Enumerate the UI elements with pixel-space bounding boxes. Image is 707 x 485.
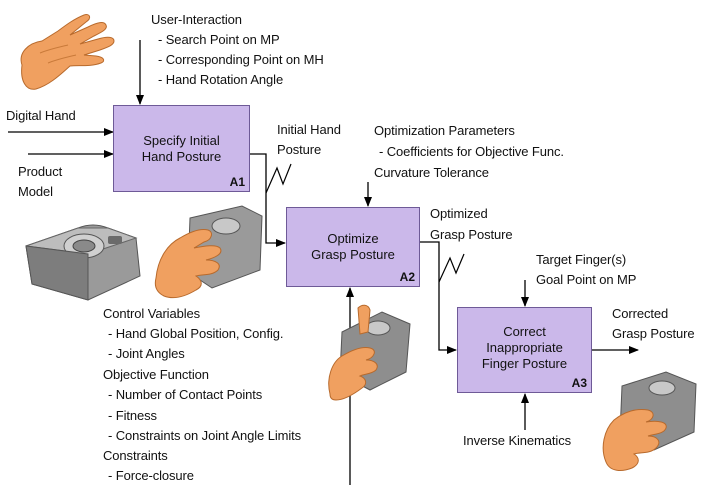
process-a2-id: A2 [399,270,415,284]
a1-to-a2-arrow [250,153,286,247]
camera-model-icon [25,224,141,301]
a2-mechanism-line-7: - Constraints on Joint Angle Limits [108,428,302,443]
hand-model-icon [20,14,115,90]
process-a1-label-line1: Specify Initial [143,133,220,148]
input-digital-hand: Digital Hand [6,108,76,123]
a2-output-line2: Grasp Posture [430,227,513,242]
hand-grasping-camera-icon [328,304,411,401]
a1-control-item-1: - Search Point on MP [158,32,280,47]
a3-output-line2: Grasp Posture [612,326,695,341]
process-a3-label-line1: Correct [503,324,546,339]
a2-mechanism-line-4: Objective Function [103,367,209,382]
a2-mechanism-line-2: - Hand Global Position, Config. [108,326,284,341]
a2-to-a3-arrow [420,241,457,354]
process-a2-box: Optimize Grasp Posture A2 [286,207,420,287]
process-a2-label-line1: Optimize [327,231,379,246]
process-a3-box: Correct Inappropriate Finger Posture A3 [457,307,592,393]
a1-output-line2: Posture [277,142,322,157]
a2-control-title: Optimization Parameters [374,123,515,138]
a2-mechanism-line-3: - Joint Angles [108,346,185,361]
process-a1-id: A1 [229,175,245,189]
process-a3-id: A3 [571,376,587,390]
a1-control-item-2: - Corresponding Point on MH [158,52,324,67]
a2-mechanism-line-5: - Number of Contact Points [108,387,263,402]
a3-mechanism-label: Inverse Kinematics [463,433,572,448]
hand-on-camera-icon [154,205,263,299]
a2-control-extra: Curvature Tolerance [374,165,489,180]
process-a3-label-line2: Inappropriate [486,340,563,355]
a2-mechanism-line-8: Constraints [103,448,168,463]
process-a1-label-line2: Hand Posture [141,149,222,164]
a2-mechanism-line-1: Control Variables [103,306,201,321]
a3-output-line1: Corrected [612,306,669,321]
a1-control-item-3: - Hand Rotation Angle [158,72,284,87]
input-product-model-line2: Model [18,184,53,199]
process-a2-label-line2: Grasp Posture [311,247,395,262]
a2-mechanism-line-9: - Force-closure [108,468,194,483]
a1-output-line1: Initial Hand [277,122,341,137]
a1-control-title: User-Interaction [151,12,242,27]
a2-output-line1: Optimized [430,206,488,221]
process-a3-label-line3: Finger Posture [481,356,568,371]
a2-control-item: - Coefficients for Objective Func. [379,144,564,159]
initial-posture-squiggle [265,163,292,194]
optimized-posture-squiggle [438,253,465,283]
a3-control-line1: Target Finger(s) [536,252,627,267]
hand-holding-camera-icon [602,371,697,471]
a3-control-line2: Goal Point on MP [536,272,637,287]
process-a1-box: Specify Initial Hand Posture A1 [113,105,250,192]
input-product-model-line1: Product [18,164,63,179]
a2-mechanism-line-6: - Fitness [108,408,157,423]
